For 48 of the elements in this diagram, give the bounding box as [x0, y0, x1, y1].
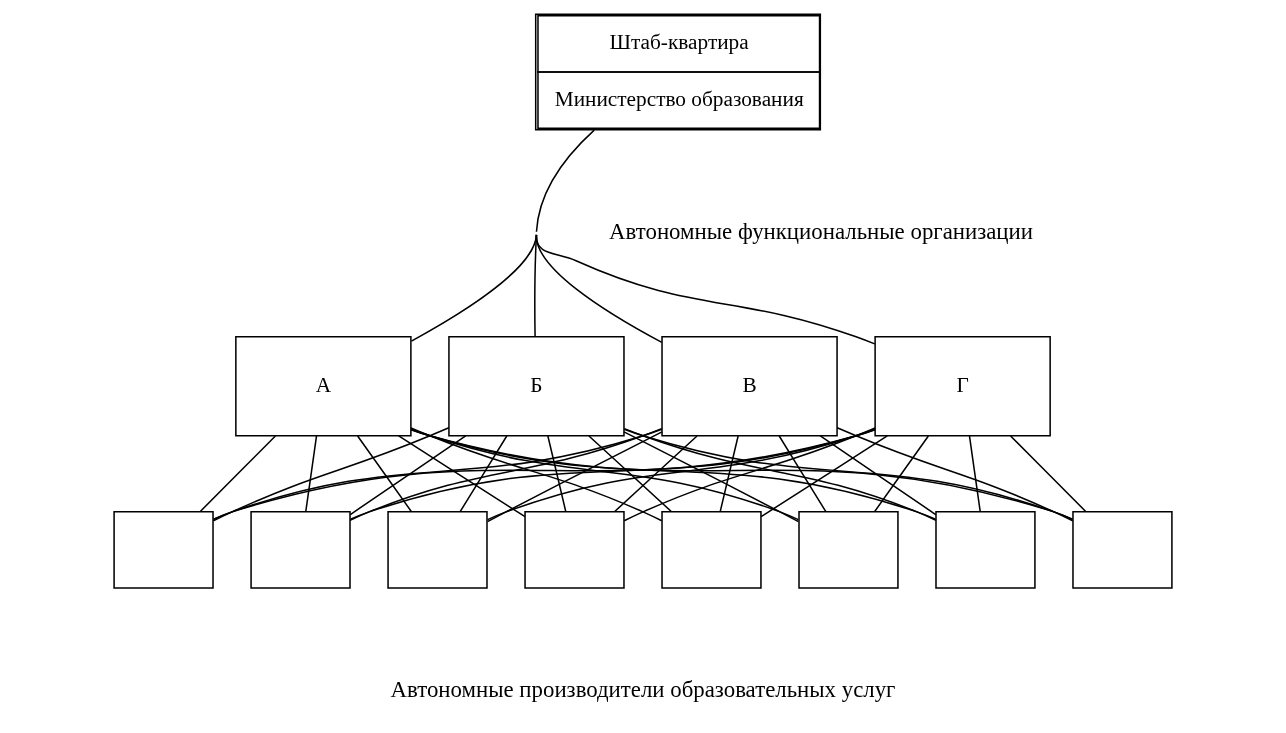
node-box: Б — [448, 336, 625, 437]
connector — [356, 435, 413, 513]
connector — [212, 428, 876, 520]
label: Автономные функциональные организации — [609, 218, 1034, 244]
connector — [349, 428, 876, 521]
connector — [623, 431, 800, 523]
connector — [535, 234, 876, 345]
label: Автономные производители образовательных услуг — [390, 676, 896, 702]
connector — [305, 435, 318, 513]
connector — [486, 431, 663, 523]
node-box — [524, 511, 625, 589]
connector — [614, 435, 698, 513]
connector — [410, 427, 663, 522]
connector — [623, 427, 876, 522]
connector — [819, 435, 937, 516]
connector — [623, 428, 1074, 521]
node-box: В — [661, 336, 838, 437]
connector — [199, 435, 277, 513]
connector — [459, 435, 508, 513]
connector — [588, 435, 672, 513]
connector — [410, 428, 937, 521]
node-box — [1072, 511, 1173, 589]
connector — [212, 428, 663, 521]
node-box — [798, 511, 899, 589]
node-box — [935, 511, 1036, 589]
connector — [1009, 435, 1087, 513]
node-box: Г — [874, 336, 1051, 437]
node-box — [387, 511, 488, 589]
connector — [410, 428, 1074, 520]
connector — [873, 435, 930, 513]
node-box: А — [235, 336, 412, 437]
connector — [397, 435, 526, 518]
node-box — [250, 511, 351, 589]
connector — [623, 427, 937, 522]
connector — [349, 435, 467, 516]
connector — [968, 435, 981, 513]
node-box — [113, 511, 214, 589]
connector — [778, 435, 827, 513]
connector — [486, 428, 876, 521]
connector — [410, 129, 595, 342]
connector — [410, 428, 800, 521]
connector — [349, 427, 663, 522]
connector — [212, 426, 450, 522]
connector — [719, 435, 739, 513]
connector — [547, 435, 567, 513]
node-box — [661, 511, 762, 589]
connector — [760, 435, 889, 518]
connector — [836, 426, 1074, 522]
